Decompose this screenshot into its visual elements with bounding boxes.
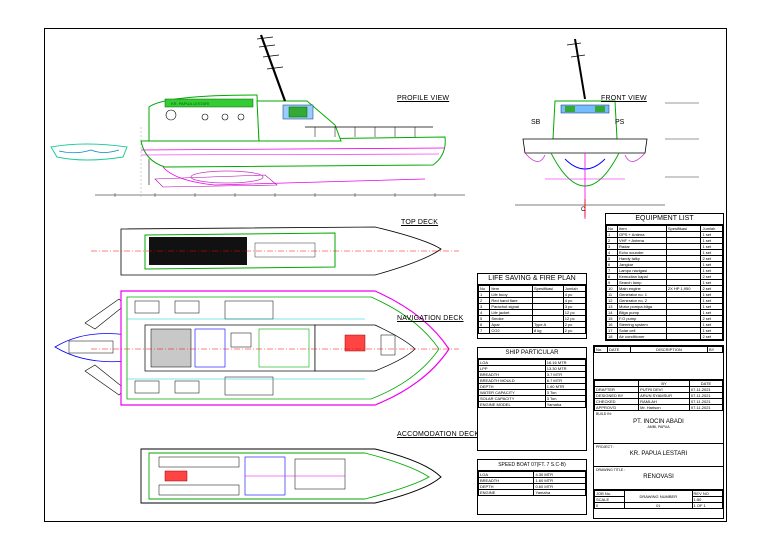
drawing-title-block: DRAWING TITLE : RENOVASI	[594, 467, 723, 490]
staff-cell: APPROV'D	[593, 404, 640, 411]
life-saving-title: LIFE SAVING & FIRE PLAN	[478, 274, 586, 285]
centerline-label: C	[581, 207, 586, 213]
col-no: No.	[594, 346, 608, 353]
front-view-drawing	[515, 38, 699, 219]
navigation-deck-title: NAVIGATION DECK	[397, 315, 464, 322]
ship-particular-cell: ENGINE MODEL	[478, 401, 546, 408]
top-deck-title: TOP DECK	[401, 219, 439, 226]
equipment-cell: 2 set	[700, 333, 723, 340]
drawing-title: RENOVASI	[643, 474, 674, 480]
speedboat-title: SPEED BOAT 07(FT. 7 S.C-B)	[478, 460, 586, 471]
col-date: DATE	[607, 346, 631, 353]
ship-drawings	[50, 34, 699, 504]
top-deck-drawing	[91, 226, 459, 276]
revision-header: No. DATE DISCRIPTION BY	[594, 346, 723, 353]
speedboat-cell: Yamaha	[533, 489, 586, 496]
build-in-label: BUILD IN:	[596, 412, 612, 416]
hull-name-label: KR. PAPUA LESTARI	[171, 101, 210, 106]
staff-cell: 07.11.2021	[688, 404, 724, 411]
profile-view-drawing	[50, 34, 465, 199]
life-saving-cell: 2 pc	[562, 327, 587, 334]
ship-particular-title: SHIP PARTICULAR	[478, 348, 586, 359]
accommodation-deck-title: ACCOMODATION DECK	[397, 431, 480, 438]
equipment-cell	[665, 333, 702, 340]
col-by: BY	[707, 346, 723, 353]
project-label: PROJECT :	[596, 445, 615, 449]
life-saving-cell: 7	[477, 327, 491, 334]
company-location: AMBI, PAPUA	[647, 425, 670, 429]
build-in-block: BUILD IN: PT. INOCIN ABADI AMBI, PAPUA	[594, 411, 723, 444]
life-saving-cell: CO2	[489, 327, 533, 334]
navigation-deck-drawing	[54, 290, 459, 406]
equipment-cell: Air conditioner	[616, 333, 667, 340]
footer-table: JOB No. DRAWING NUMBER REV NO SCALE 1:50…	[593, 490, 724, 509]
drawing-number-label: DRAWING NUMBER	[624, 490, 693, 503]
equipment-list-title: EQUIPMENT LIST	[606, 214, 723, 225]
col-description: DISCRIPTION	[630, 346, 708, 353]
life-saving-cell: 8 kg	[531, 327, 564, 334]
company-name: PT. INOCIN ABADI	[633, 419, 684, 425]
speedboat-cell: ENGINE	[477, 489, 535, 496]
front-view-title: FRONT VIEW	[601, 95, 647, 102]
drawing-title-label: DRAWING TITLE :	[596, 468, 626, 472]
accommodation-deck-drawing	[140, 448, 442, 504]
job-value: 0	[593, 502, 626, 509]
revision-rows-blank	[594, 353, 723, 380]
drawing-number: 01	[624, 502, 693, 509]
drawing-sheet: PROFILE VIEW FRONT VIEW TOP DECK NAVIGAT…	[44, 28, 727, 522]
ship-particular-cell: Yamaha	[544, 401, 587, 408]
sheet-value: 1 OF 1	[691, 502, 724, 509]
ps-label: PS	[615, 119, 625, 126]
sb-label: SB	[531, 119, 541, 126]
project-block: PROJECT : KR. PAPUA LESTARI	[594, 444, 723, 467]
staff-cell: Mr. Harison	[638, 404, 690, 411]
project-name: KR. PAPUA LESTARI	[629, 451, 688, 457]
profile-view-title: PROFILE VIEW	[397, 95, 450, 102]
equipment-cell: 18	[606, 333, 618, 340]
